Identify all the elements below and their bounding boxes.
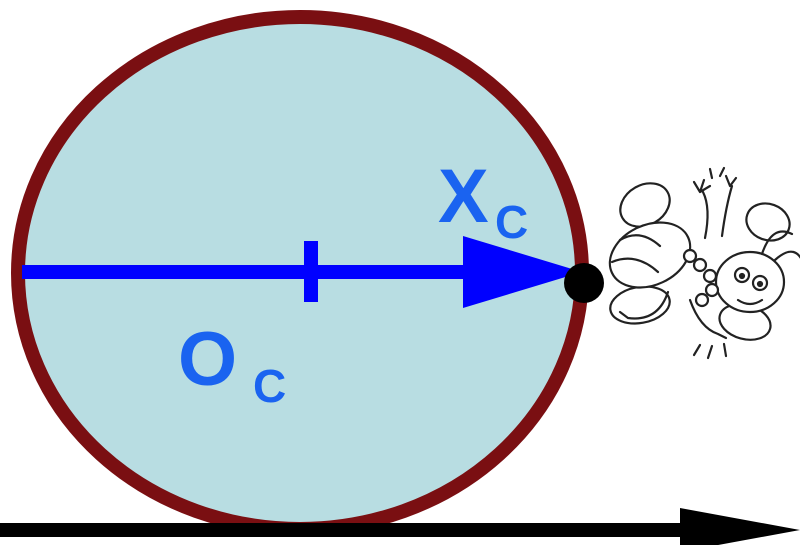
o-label-main: O [178,317,237,402]
x-label-subscript: C [495,196,528,248]
ground-arrowhead [680,508,800,545]
x-axis-arrowhead [463,236,582,308]
rim-point [564,263,604,303]
o-label-subscript: C [253,360,286,412]
cartoon-bee-icon [608,166,800,360]
x-label-main: X [438,154,489,239]
